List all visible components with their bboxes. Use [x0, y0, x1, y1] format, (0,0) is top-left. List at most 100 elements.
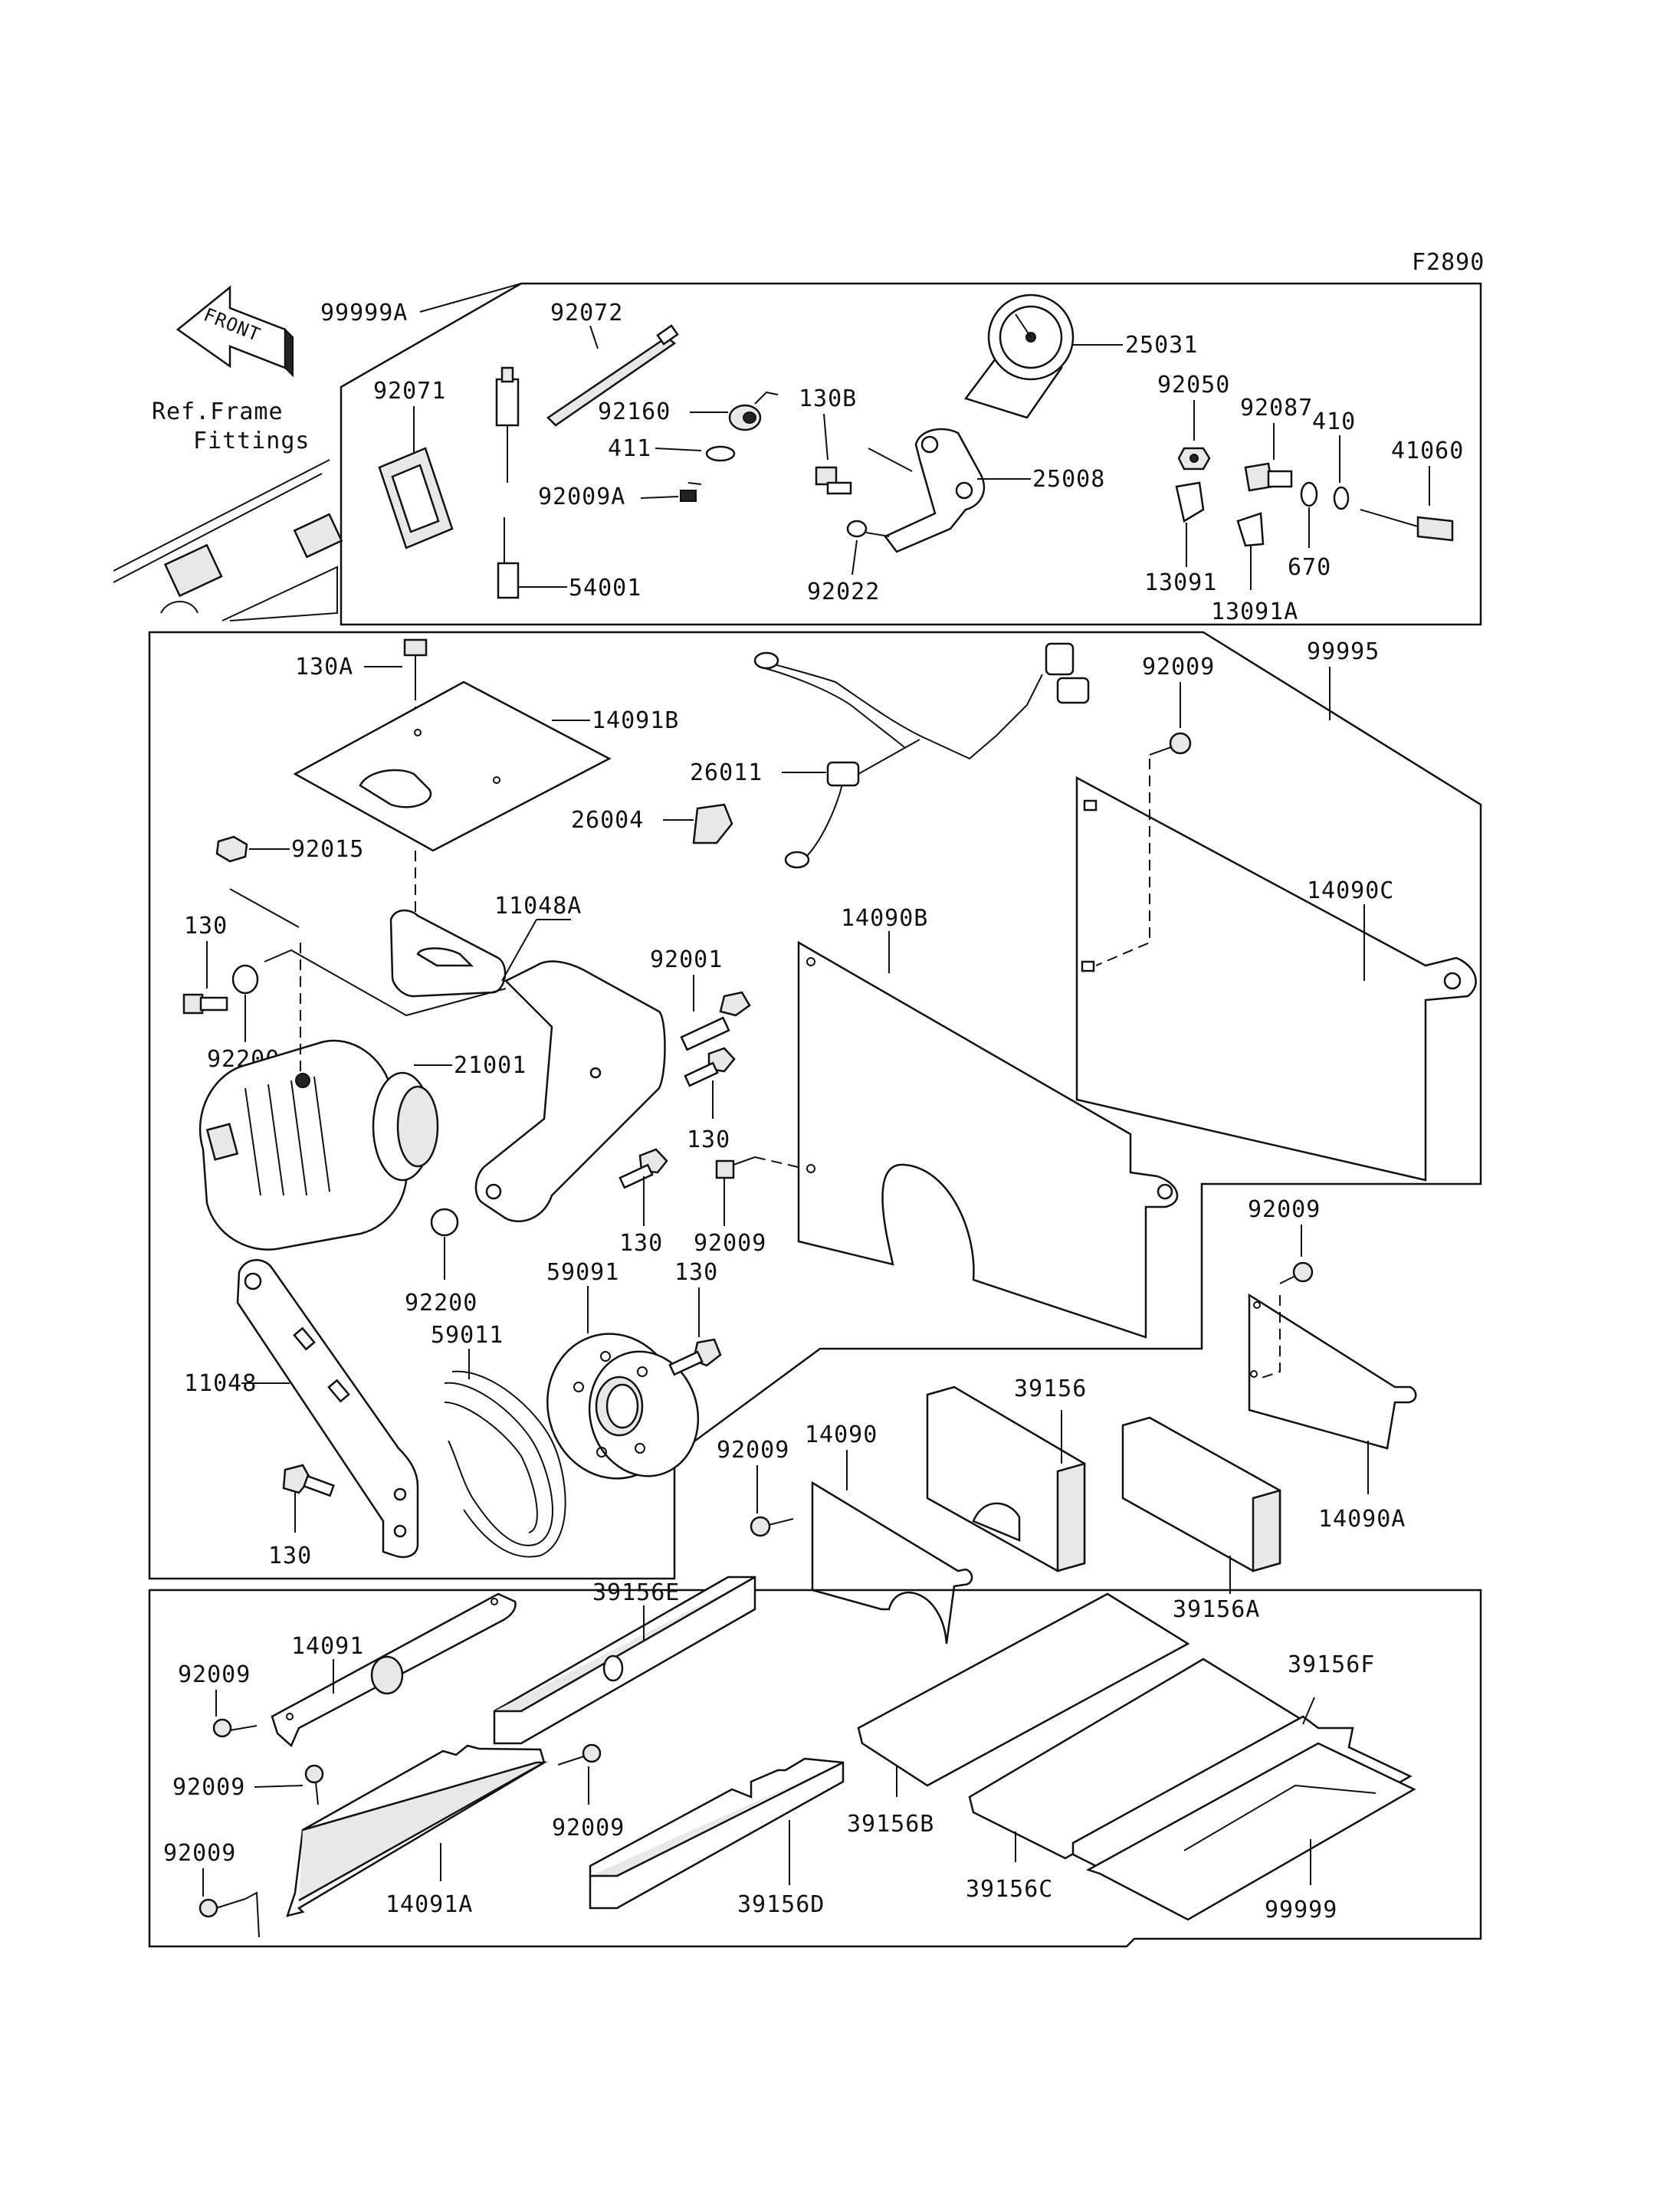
part-39156-block: [926, 1385, 1086, 1572]
label-39156A: 39156A: [1173, 1596, 1260, 1623]
label-411: 411: [608, 435, 651, 462]
kit-frame-top: [340, 282, 1482, 626]
label-92072: 92072: [550, 300, 623, 326]
part-92001-bolt: [680, 991, 751, 1051]
kit-frame-middle: [148, 631, 1482, 1580]
label-39156C: 39156C: [966, 1876, 1053, 1903]
ref-note-line1: Ref.Frame: [152, 398, 284, 425]
label-92009-right: 92009: [1248, 1196, 1321, 1223]
part-92009A-screw: [680, 482, 702, 502]
label-14090B: 14090B: [841, 905, 928, 932]
label-92009-l3: 92009: [163, 1840, 236, 1867]
part-21001-alternator: [199, 1039, 439, 1251]
label-92200-b: 92200: [405, 1290, 477, 1317]
part-92050-nut: [1177, 447, 1211, 471]
part-92009-screw-14090: [750, 1516, 794, 1537]
label-92009-14090: 92009: [717, 1437, 789, 1464]
label-92050: 92050: [1157, 372, 1230, 398]
label-99999A: 99999A: [320, 300, 408, 326]
part-92015-nut: [215, 835, 248, 863]
label-92009-l2: 92009: [172, 1774, 245, 1801]
label-130-mid: 130: [687, 1126, 730, 1153]
label-92009-top: 92009: [1142, 654, 1215, 680]
label-14090: 14090: [805, 1421, 878, 1448]
part-25008-bracket: [884, 428, 986, 553]
label-92001: 92001: [650, 946, 723, 973]
label-13091: 13091: [1144, 569, 1217, 596]
label-130-pulley: 130: [674, 1259, 718, 1286]
label-59091: 59091: [546, 1259, 619, 1286]
label-92009A: 92009A: [538, 484, 625, 510]
part-41060-gear: [1360, 509, 1454, 542]
label-92071: 92071: [373, 378, 446, 405]
part-25031-meter: [963, 293, 1075, 419]
part-92009-screw-l1: [212, 1718, 258, 1738]
label-14091A: 14091A: [386, 1891, 473, 1918]
part-14090C-panel: [1075, 776, 1477, 1182]
part-410-ring: [1333, 486, 1350, 510]
label-11048A: 11048A: [494, 893, 582, 920]
label-25031: 25031: [1125, 332, 1198, 359]
part-92071-boot: [378, 447, 454, 549]
part-99999-sheet: [1085, 1742, 1416, 1921]
label-92009-l4: 92009: [552, 1815, 625, 1841]
part-11048A-bracket: [389, 909, 666, 1222]
label-26004: 26004: [571, 807, 644, 834]
label-59011: 59011: [431, 1322, 504, 1349]
label-41060: 41060: [1391, 438, 1464, 464]
label-99995: 99995: [1307, 638, 1380, 665]
part-92200-washer-a: [231, 964, 259, 995]
label-130A: 130A: [295, 654, 353, 680]
label-92087: 92087: [1240, 395, 1313, 421]
label-670: 670: [1288, 554, 1331, 581]
part-11048-arm: [236, 1259, 419, 1559]
part-92072-strap: [546, 324, 679, 427]
label-99999: 99999: [1265, 1897, 1337, 1923]
part-92160-grommet: [728, 391, 779, 431]
label-26011: 26011: [690, 759, 763, 786]
part-39156B-sheet: [857, 1592, 1190, 1787]
label-54001: 54001: [569, 575, 641, 602]
label-130-left: 130: [184, 913, 228, 939]
part-130-bolt-left: [182, 993, 228, 1015]
label-92009-mid: 92009: [694, 1230, 766, 1257]
part-14090-panel: [811, 1481, 973, 1644]
label-14090C: 14090C: [1307, 877, 1394, 904]
part-39156E-block: [493, 1576, 756, 1745]
part-59011-belt: [444, 1370, 566, 1558]
part-13091A-plate: [1236, 512, 1265, 547]
label-92015: 92015: [291, 836, 364, 863]
part-92087-fitting: [1244, 462, 1293, 492]
part-39156D-block: [589, 1757, 845, 1910]
part-92022-washer: [846, 520, 868, 538]
part-14090B-panel: [797, 940, 1179, 1339]
label-39156E: 39156E: [592, 1579, 680, 1606]
label-14090A: 14090A: [1318, 1506, 1406, 1533]
label-92160: 92160: [598, 398, 671, 425]
front-arrow-icon: FRONT: [176, 285, 294, 378]
kit-frame-bottom: [148, 1589, 1482, 1948]
label-39156B: 39156B: [847, 1811, 934, 1838]
figure-code: F2890: [1412, 249, 1485, 276]
part-92009-screw-mid: [715, 1156, 756, 1179]
label-14091B: 14091B: [592, 707, 679, 734]
part-670-oring: [1300, 481, 1318, 507]
part-130A-bolt: [403, 638, 428, 690]
part-14090A-panel: [1248, 1293, 1417, 1450]
part-92009-screw-l4: [557, 1743, 602, 1766]
part-92009-screw-right: [1279, 1261, 1314, 1284]
part-411-washer: [705, 445, 736, 462]
label-39156D: 39156D: [737, 1891, 825, 1918]
ref-note-line2: Fittings: [193, 428, 310, 454]
part-14091-guard: [271, 1592, 517, 1748]
label-410: 410: [1312, 408, 1356, 435]
part-13091-plate: [1175, 481, 1205, 523]
part-39156A-block: [1121, 1416, 1281, 1572]
part-130-bolt-mid: [684, 1047, 736, 1087]
part-14091A-guard: [286, 1744, 548, 1917]
label-13091A: 13091A: [1211, 598, 1298, 625]
part-54001-cable: [495, 366, 520, 599]
frame-fittings-sketch: [113, 459, 343, 621]
part-harness: [753, 642, 1090, 869]
